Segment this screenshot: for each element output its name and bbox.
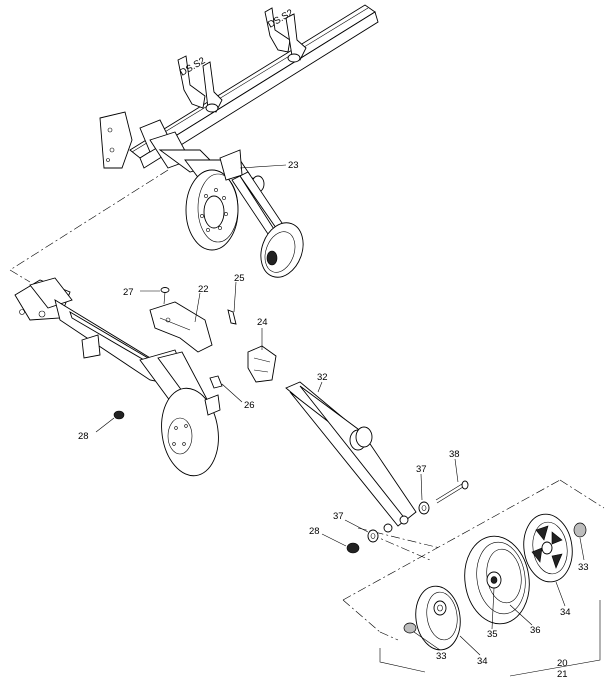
part-37-washer-right — [418, 501, 430, 515]
callout-21: 21 — [557, 669, 568, 680]
callout-32: 32 — [317, 372, 328, 383]
part-33-cap-back — [573, 522, 587, 538]
callout-33-back: 33 — [578, 562, 589, 573]
callout-28-left: 28 — [78, 431, 89, 442]
part-28-nut-right — [346, 542, 360, 554]
part-22-bracket — [149, 301, 213, 353]
callout-26: 26 — [244, 400, 255, 411]
part-28-nut-left — [113, 410, 125, 420]
part-25-pin — [227, 309, 237, 325]
part-27-bolt — [160, 287, 170, 305]
part-26-clip — [209, 375, 223, 389]
part-37-washer-left — [367, 529, 379, 543]
callout-22: 22 — [198, 284, 209, 295]
reference-lines — [9, 169, 605, 677]
part-35-bearing — [486, 571, 502, 589]
row-unit-frame — [14, 277, 221, 477]
part-34-hub-front — [415, 585, 461, 651]
callout-37-right: 37 — [416, 464, 427, 475]
callout-28-right: 28 — [309, 526, 320, 537]
callout-23: 23 — [288, 160, 299, 171]
assembled-row-unit — [158, 149, 304, 278]
callout-20: 20 — [557, 658, 568, 669]
part-38-bolt — [435, 480, 469, 504]
part-34-hub-back — [523, 513, 573, 583]
part-33-cap-front — [403, 622, 417, 634]
callout-37-left: 37 — [333, 511, 344, 522]
part-24-hinge-bracket — [247, 345, 277, 383]
callout-labels: 23 25 27 22 24 32 26 28 38 37 37 28 33 3… — [78, 160, 589, 680]
callout-34-front: 34 — [477, 656, 488, 667]
callout-35: 35 — [487, 629, 498, 640]
toolbar-beam: DS.S2 DS.S2 — [99, 4, 379, 169]
callout-33-front: 33 — [436, 651, 447, 662]
callout-36: 36 — [530, 625, 541, 636]
callout-34-back: 34 — [560, 607, 571, 618]
callout-27: 27 — [123, 287, 134, 298]
callout-24: 24 — [257, 317, 268, 328]
callout-25: 25 — [234, 273, 245, 284]
leader-lines — [95, 164, 585, 656]
callout-38: 38 — [449, 449, 460, 460]
part-32-arm — [285, 381, 417, 533]
